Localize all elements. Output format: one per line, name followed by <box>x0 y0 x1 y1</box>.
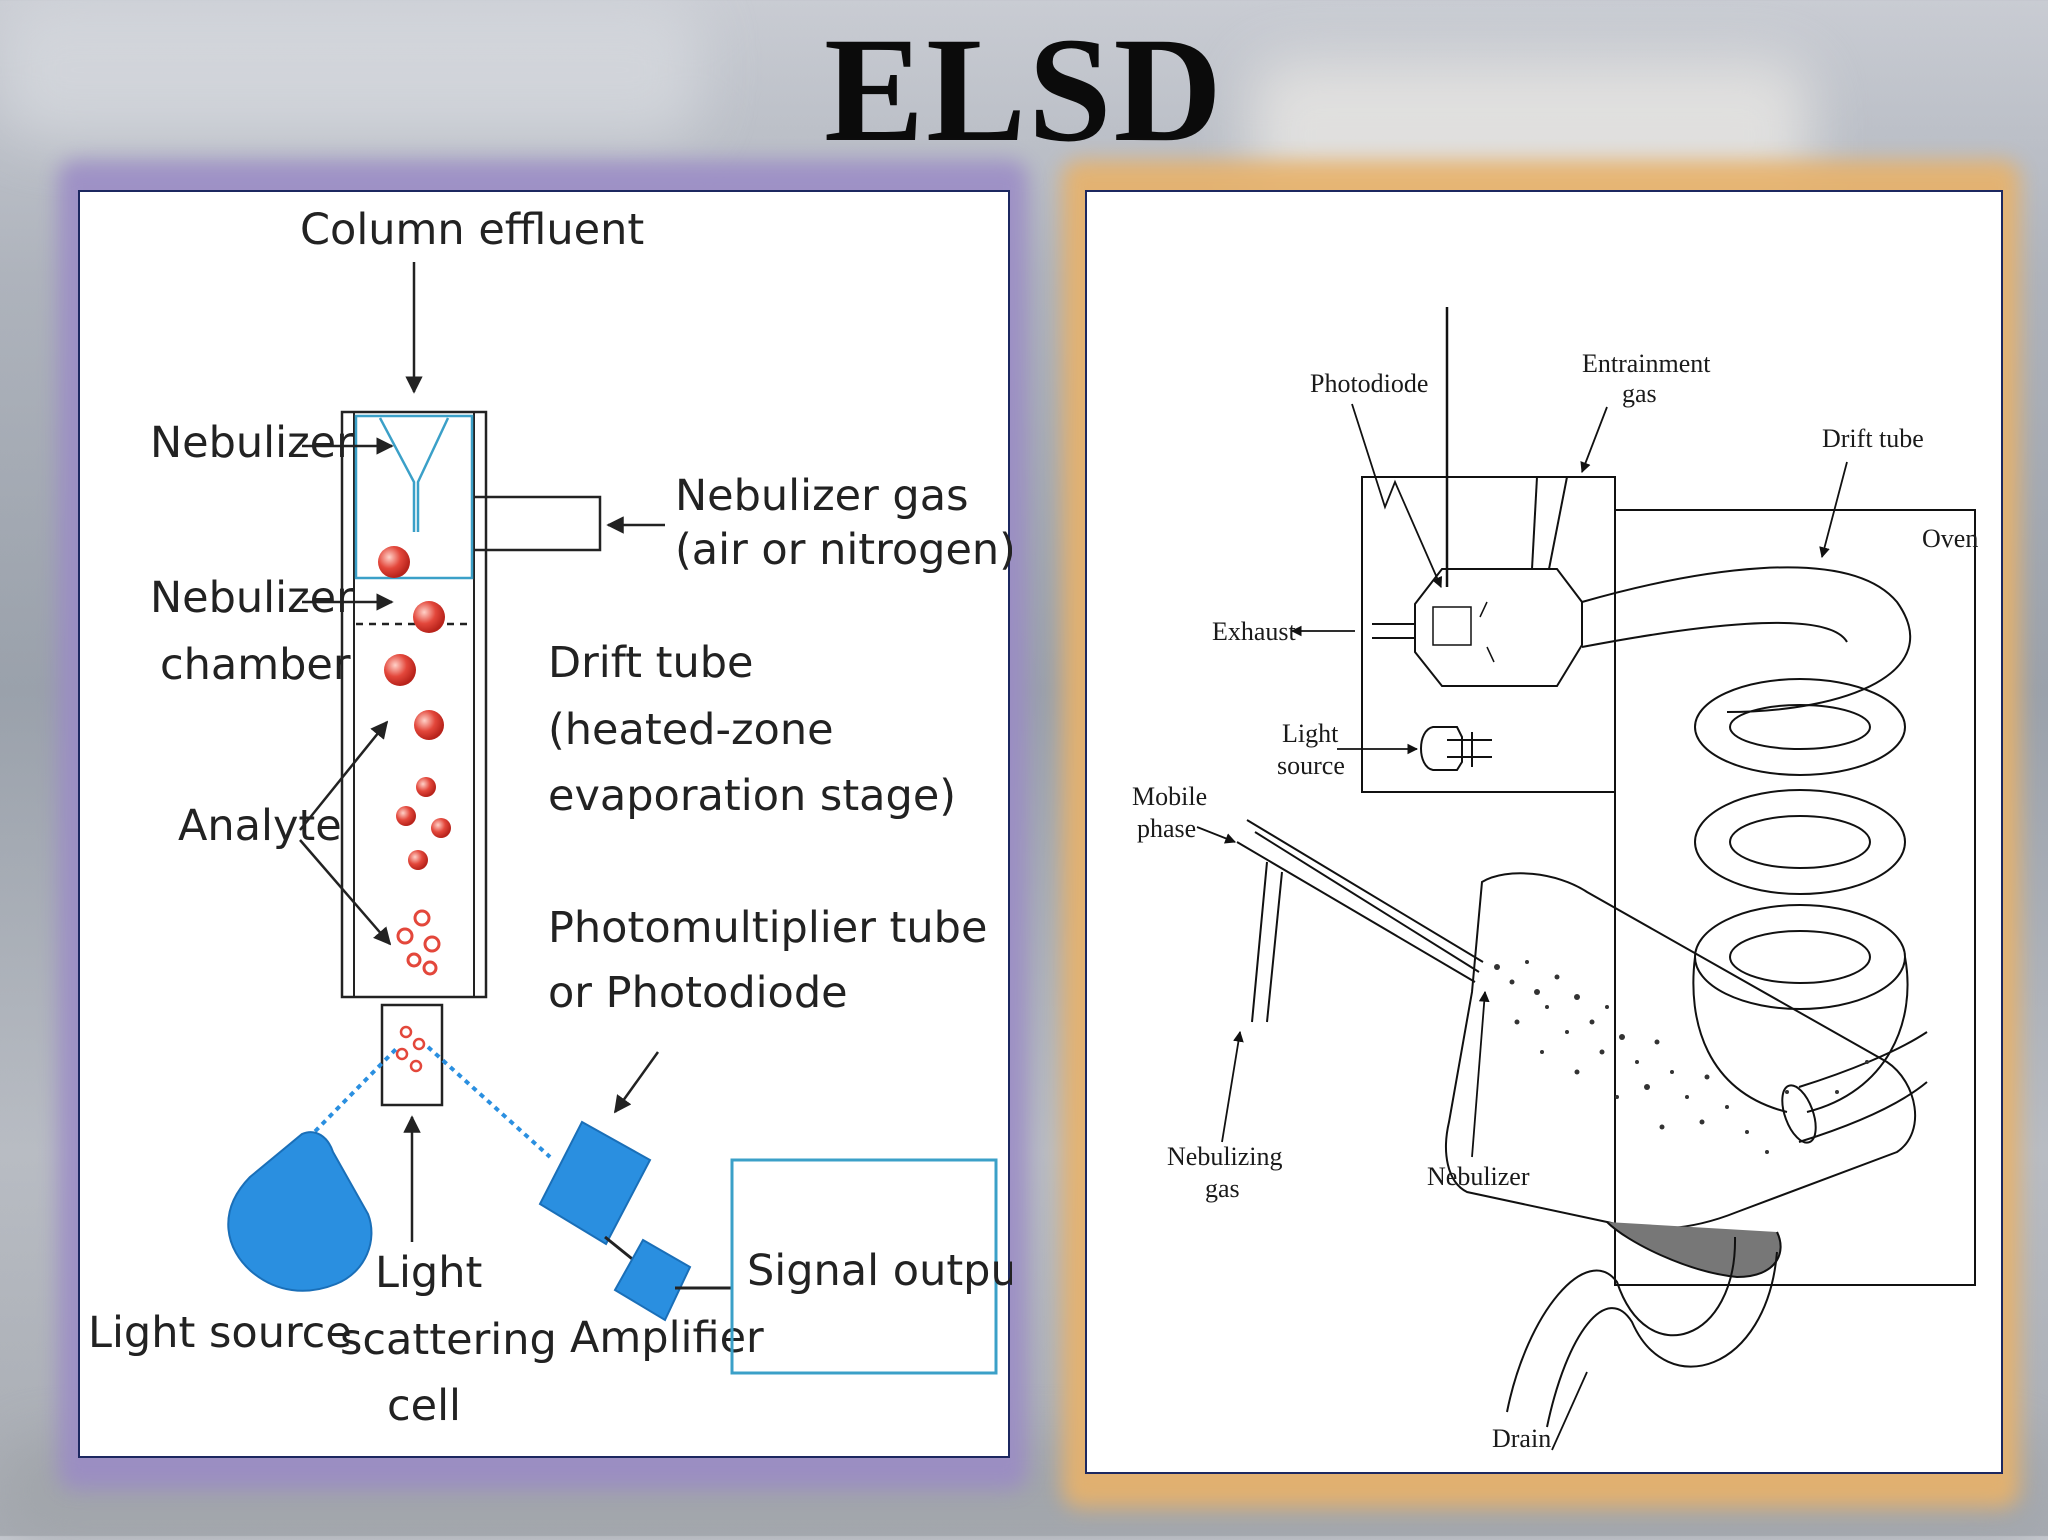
label-drift-tube: Drift tube <box>1822 424 1924 453</box>
label-drift-tube: Drift tube <box>548 638 754 688</box>
elsd-schematic: Column effluent Nebulizer gas (air or ni… <box>88 205 1012 1431</box>
label-entrainment-gas: Entrainment <box>1582 349 1711 378</box>
drift-tube-apparatus: Photodiode Entrainment gas Exhaust Light… <box>1132 307 1978 1453</box>
label-nebulizer-gas: Nebulizer gas <box>675 471 968 521</box>
nebulizer-nozzle <box>378 417 450 532</box>
light-source-lamp <box>227 1131 373 1292</box>
label-light-scattering-sub: scattering <box>340 1315 557 1365</box>
label-light-scattering: Light <box>375 1248 482 1298</box>
nebulizer-chamber <box>1445 872 1928 1230</box>
signal-output-box <box>730 1158 998 1375</box>
label-mobile-phase-sub: phase <box>1137 814 1196 843</box>
label-light-scattering-cell: cell <box>387 1381 461 1431</box>
label-photodiode: Photodiode <box>1310 369 1428 398</box>
label-light-source: Light <box>1282 719 1339 748</box>
analyte-droplets <box>378 546 451 976</box>
background-shelf <box>0 0 700 140</box>
label-analyte: Analyte <box>178 801 342 851</box>
label-photomultiplier: Photomultiplier tube <box>548 903 987 953</box>
label-column-effluent: Column effluent <box>300 205 644 255</box>
spray-particles <box>1494 960 1869 1154</box>
label-nebulizing-gas-sub: gas <box>1205 1174 1240 1203</box>
label-signal-output: Signal output <box>747 1246 1012 1296</box>
incident-beam <box>278 1045 400 1169</box>
drift-tube-coil <box>1581 566 1912 1113</box>
label-oven: Oven <box>1922 524 1978 553</box>
label-nebulizer-chamber-sub: chamber <box>160 640 351 690</box>
nebulizer-chamber-box <box>354 414 474 580</box>
amplifier-unit <box>613 1238 692 1322</box>
label-mobile-phase: Mobile <box>1132 782 1207 811</box>
label-exhaust: Exhaust <box>1212 617 1297 646</box>
label-photomultiplier-sub: or Photodiode <box>548 968 848 1018</box>
photodiode-sensor <box>1432 606 1472 646</box>
light-source-bulb <box>1420 726 1463 771</box>
nebulizer-gas-inlet <box>474 495 602 552</box>
label-entrainment-gas-sub: gas <box>1622 379 1657 408</box>
cell-particles <box>395 1025 426 1073</box>
label-drain: Drain <box>1492 1424 1551 1453</box>
elsd-schematic-panel: Column effluent Nebulizer gas (air or ni… <box>78 190 1012 1458</box>
detector-housing <box>1361 476 1616 793</box>
label-nebulizer-chamber: Nebulizer <box>150 573 354 623</box>
drift-tube-body <box>340 410 488 999</box>
label-amplifier: Amplifier <box>570 1313 764 1363</box>
label-nebulizing-gas: Nebulizing <box>1167 1142 1283 1171</box>
label-nebulizer-gas-sub: (air or nitrogen) <box>675 525 1012 575</box>
optical-chamber <box>1414 568 1583 687</box>
drift-tube-apparatus-panel: Photodiode Entrainment gas Exhaust Light… <box>1085 190 2003 1474</box>
label-nebulizer: Nebulizer <box>1427 1162 1530 1191</box>
oven-enclosure <box>1614 509 1976 1286</box>
drain-tube <box>1506 1236 1737 1413</box>
label-light-source-sub: source <box>1277 751 1345 780</box>
photomultiplier-tube <box>538 1120 652 1246</box>
scattering-cell <box>380 1003 444 1107</box>
mobile-phase-capillary <box>1236 819 1484 1023</box>
label-nebulizer: Nebulizer <box>150 418 354 468</box>
drain-reservoir <box>1606 1221 1782 1279</box>
label-drift-tube-sub2: evaporation stage) <box>548 771 956 821</box>
scattered-beam <box>426 1045 552 1159</box>
label-drift-tube-sub1: (heated-zone <box>548 705 834 755</box>
label-light-source: Light source <box>88 1308 352 1358</box>
slide-title: ELSD <box>824 7 1224 173</box>
